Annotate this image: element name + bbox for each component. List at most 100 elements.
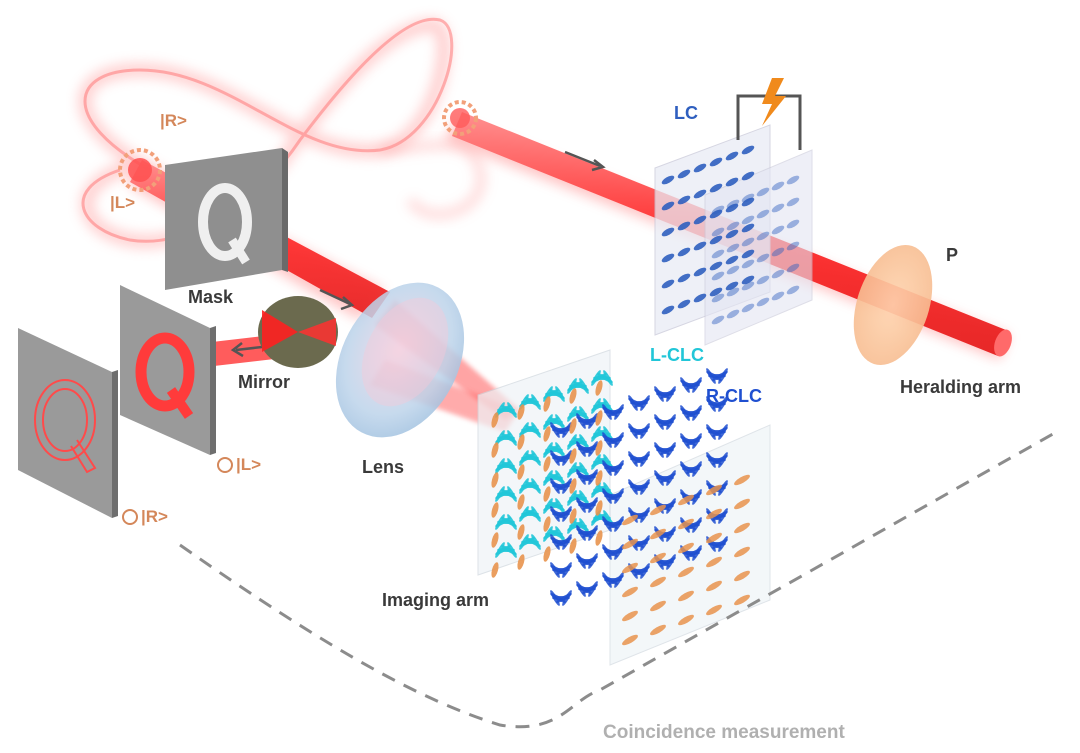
clc-orange-molecule	[622, 634, 638, 646]
r-clc-molecule	[692, 545, 702, 561]
clc-orange-molecule	[706, 604, 722, 616]
r-clc-molecule	[718, 480, 728, 496]
screen-r-state	[18, 328, 118, 518]
r-clc-molecule	[588, 441, 598, 457]
lc-molecule	[741, 303, 755, 313]
r-clc-molecule	[640, 535, 650, 551]
coincidence-path	[179, 428, 1061, 729]
l-clc-molecule	[555, 470, 565, 486]
lc-molecule	[693, 241, 707, 251]
lc-molecule	[741, 281, 755, 291]
r-clc-molecule	[562, 534, 572, 550]
clc-orange-molecule	[491, 412, 499, 428]
lc-molecule	[771, 269, 785, 279]
lc-molecule	[693, 163, 707, 173]
r-clc-molecule	[562, 478, 572, 494]
clc-orange-molecule	[678, 542, 694, 554]
clc-orange-molecule	[569, 418, 577, 434]
r-clc-molecule	[692, 489, 702, 505]
r-clc-molecule	[562, 562, 572, 578]
l-clc-molecule	[579, 406, 589, 422]
lc-molecule	[677, 169, 691, 179]
clc-block	[477, 349, 771, 666]
clc-orange-molecule	[650, 504, 666, 516]
l-clc-molecule	[531, 450, 541, 466]
clc-orange-molecule	[569, 508, 577, 524]
l-clc-molecule	[555, 498, 565, 514]
r-clc-molecule	[666, 386, 676, 402]
r-clc-molecule	[692, 433, 702, 449]
lc-molecule	[677, 273, 691, 283]
lc-molecule	[726, 265, 740, 275]
l-clc-molecule	[579, 462, 589, 478]
lc-molecule	[726, 221, 740, 231]
mirror-element	[258, 296, 338, 368]
lc-molecule	[693, 293, 707, 303]
lc-molecule	[709, 287, 723, 297]
l-clc-molecule	[603, 426, 613, 442]
lc-molecule	[756, 231, 770, 241]
r-clc-molecule	[666, 414, 676, 430]
l-clc-molecule	[603, 398, 613, 414]
lc-molecule	[725, 229, 739, 239]
clc-orange-molecule	[491, 442, 499, 458]
r-clc-molecule	[614, 432, 624, 448]
lightning-icon	[762, 78, 786, 126]
clc-orange-molecule	[595, 380, 603, 396]
r-clc-molecule	[692, 377, 702, 393]
l-clc-molecule	[555, 386, 565, 402]
lc-molecule	[725, 177, 739, 187]
clc-orange-molecule	[517, 434, 525, 450]
l-clc-molecule	[531, 422, 541, 438]
lc-molecule	[741, 223, 755, 233]
mirror-label: Mirror	[238, 372, 291, 392]
clc-orange-molecule	[491, 562, 499, 578]
lc-molecule	[693, 189, 707, 199]
r-clc-molecule	[666, 470, 676, 486]
lc-molecule	[771, 291, 785, 301]
mask-plate	[165, 148, 288, 290]
clc-orange-molecule	[595, 410, 603, 426]
clc-orange-molecule	[678, 590, 694, 602]
clc-orange-molecule	[706, 508, 722, 520]
polarizer-label: P	[946, 245, 959, 265]
state-l-top: |L>	[110, 193, 136, 212]
clc-orange-molecule	[491, 502, 499, 518]
state-r-top: |R>	[160, 111, 187, 130]
clc-orange-molecule	[543, 516, 551, 532]
l-clc-molecule	[531, 478, 541, 494]
r-clc-molecule	[692, 517, 702, 533]
clc-orange-molecule	[734, 570, 750, 582]
l-clc-molecule	[579, 518, 589, 534]
clc-orange-molecule	[543, 456, 551, 472]
l-clc-molecule	[603, 454, 613, 470]
clc-orange-molecule	[706, 484, 722, 496]
clc-orange-molecule	[543, 396, 551, 412]
clc-orange-molecule	[650, 576, 666, 588]
clc-orange-molecule	[706, 532, 722, 544]
l-clc-molecule	[579, 434, 589, 450]
lc-molecule	[771, 225, 785, 235]
r-clc-molecule	[640, 479, 650, 495]
r-clc-molecule	[614, 488, 624, 504]
entanglement-loop	[78, 17, 487, 249]
clc-orange-molecule	[650, 552, 666, 564]
lc-molecule	[741, 275, 755, 285]
state-l-bottom: |L>	[236, 455, 262, 474]
l-clc-molecule	[507, 430, 517, 446]
clc-orange-molecule	[595, 470, 603, 486]
r-clc-molecule	[588, 469, 598, 485]
mask-label: Mask	[188, 287, 234, 307]
lc-molecule	[709, 183, 723, 193]
r-clc-molecule	[666, 498, 676, 514]
r-clc-molecule	[614, 544, 624, 560]
r-clc-molecule	[614, 460, 624, 476]
clc-orange-molecule	[595, 500, 603, 516]
lc-molecule	[661, 175, 675, 185]
l-clc-molecule	[555, 414, 565, 430]
r-clc-molecule	[640, 395, 650, 411]
clc-orange-molecule	[734, 522, 750, 534]
lc-molecule	[741, 197, 755, 207]
r-clc-molecule	[614, 516, 624, 532]
l-clc-molecule	[507, 486, 517, 502]
